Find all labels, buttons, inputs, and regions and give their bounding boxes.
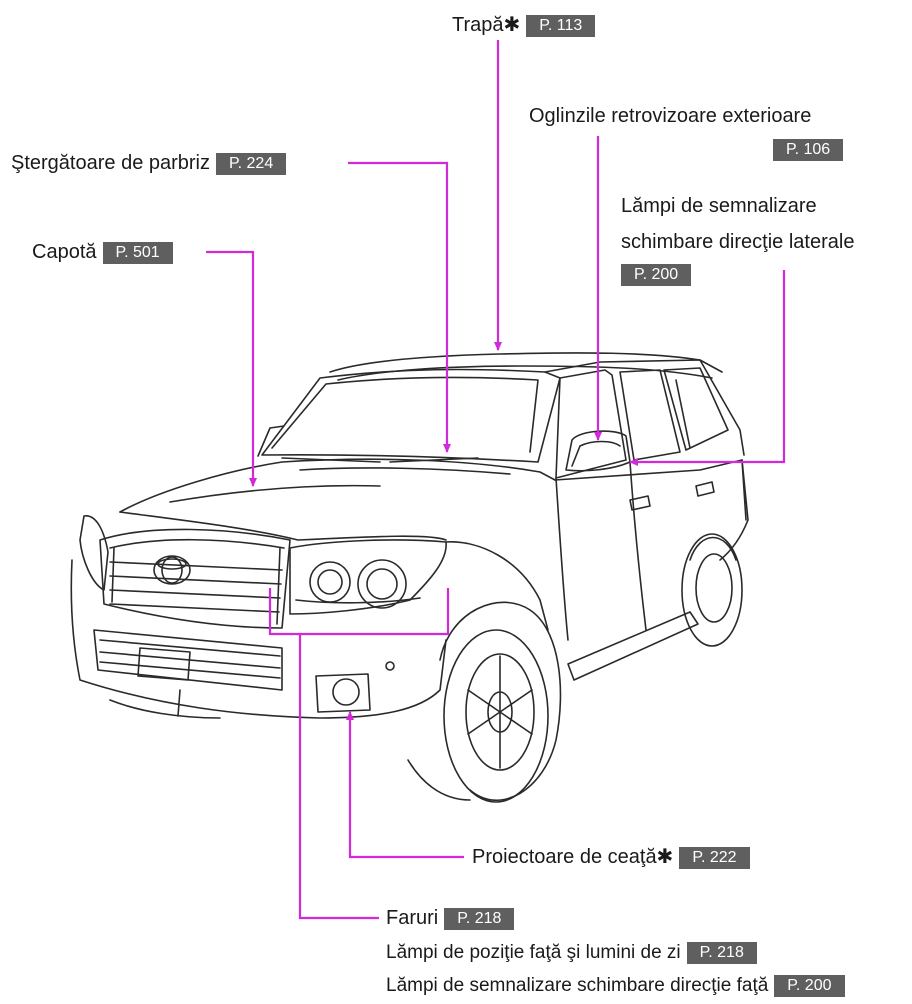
- leader-lines: [206, 40, 786, 920]
- page-ref-badge[interactable]: P. 200: [621, 263, 692, 286]
- leader-faruri: [298, 634, 379, 920]
- leader-lampi-laterale: [629, 270, 786, 466]
- label-text: Proiectoare de ceaţă✱: [472, 846, 674, 868]
- leader-stergatoare: [348, 161, 451, 453]
- page-ref-badge[interactable]: P. 106: [773, 138, 844, 161]
- leader-proiectoare: [346, 711, 464, 859]
- label-lampi-fata: Lămpi de semnalizare schimbare direcţie …: [386, 974, 845, 998]
- label-lampi-laterale-page: P. 200: [621, 262, 692, 286]
- label-text: Faruri: [386, 907, 439, 929]
- label-lampi-laterale-line1: Lămpi de semnalizare: [621, 194, 817, 218]
- label-text: Oglinzile retrovizoare exterioare: [529, 105, 812, 127]
- label-trapa: Trapă✱P. 113: [452, 13, 596, 37]
- page-ref-badge[interactable]: P. 218: [444, 907, 515, 930]
- leader-capota: [206, 250, 257, 487]
- label-text: schimbare direcţie laterale: [621, 231, 855, 253]
- label-text: Ştergătoare de parbriz: [11, 152, 211, 174]
- label-text: Lămpi de semnalizare schimbare direcţie …: [386, 975, 769, 996]
- car-drawing: [70, 352, 749, 803]
- page-ref-badge[interactable]: P. 218: [686, 941, 757, 964]
- label-oglinzi: Oglinzile retrovizoare exterioare: [529, 104, 811, 128]
- page-ref-badge[interactable]: P. 113: [526, 14, 596, 37]
- bracket-headlamp: [268, 588, 450, 636]
- label-oglinzi-page: P. 106: [773, 137, 844, 161]
- page-ref-badge[interactable]: P. 224: [216, 152, 287, 175]
- label-text: Capotă: [32, 241, 97, 263]
- label-proiectoare: Proiectoare de ceaţă✱P. 222: [472, 845, 750, 869]
- page-ref-badge[interactable]: P. 501: [102, 241, 173, 264]
- label-text: Lămpi de poziţie faţă şi lumini de zi: [386, 942, 681, 963]
- label-text: Trapă✱: [452, 14, 521, 36]
- page-ref-badge[interactable]: P. 200: [774, 974, 845, 997]
- label-lampi-laterale-line2: schimbare direcţie laterale: [621, 230, 854, 254]
- label-text: Lămpi de semnalizare: [621, 195, 817, 217]
- page-ref-badge[interactable]: P. 222: [679, 846, 750, 869]
